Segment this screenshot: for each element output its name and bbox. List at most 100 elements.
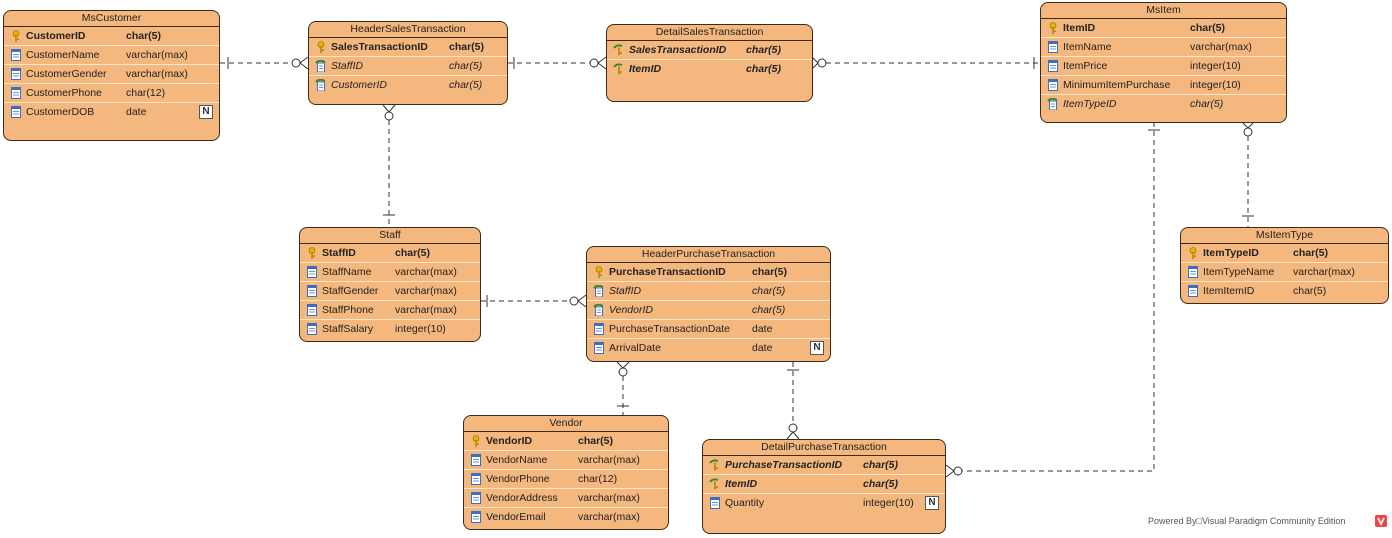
field-name: ItemTypeName bbox=[1203, 266, 1275, 278]
column-icon bbox=[1047, 41, 1059, 53]
field-type: varchar(max) bbox=[126, 49, 188, 61]
column-icon bbox=[1047, 60, 1059, 72]
field-name: PurchaseTransactionID bbox=[725, 459, 843, 471]
field-name: VendorName bbox=[486, 454, 548, 466]
field-type: char(12) bbox=[578, 473, 618, 485]
powered-by-label: Powered By□Visual Paradigm Community Edi… bbox=[1148, 516, 1346, 526]
field-type: varchar(max) bbox=[1190, 41, 1252, 53]
field-name: ItemItemID bbox=[1203, 285, 1255, 297]
foreign-primary-key-icon bbox=[709, 459, 721, 471]
field-name: CustomerID bbox=[331, 79, 388, 91]
field-type: char(5) bbox=[1190, 98, 1224, 110]
field-row[interactable]: StaffID char(5) bbox=[300, 244, 480, 263]
field-name: ItemPrice bbox=[1063, 60, 1108, 72]
field-name: StaffID bbox=[322, 247, 356, 259]
field-name: ArrivalDate bbox=[609, 342, 661, 354]
field-row[interactable]: ItemID char(5) bbox=[1041, 19, 1286, 38]
field-row[interactable]: Quantity integer(10) N bbox=[703, 494, 945, 512]
column-icon bbox=[470, 492, 482, 504]
entity-title: Staff bbox=[300, 228, 480, 244]
visual-paradigm-logo-icon bbox=[1375, 515, 1387, 527]
field-type: varchar(max) bbox=[578, 454, 640, 466]
field-type: varchar(max) bbox=[395, 266, 457, 278]
field-name: StaffSalary bbox=[322, 323, 374, 335]
column-icon bbox=[306, 266, 318, 278]
field-type: varchar(max) bbox=[395, 285, 457, 297]
field-row[interactable]: CustomerID char(5) bbox=[309, 76, 507, 94]
field-name: Quantity bbox=[725, 497, 765, 509]
field-type: integer(10) bbox=[863, 497, 914, 509]
field-row[interactable]: ItemName varchar(max) bbox=[1041, 38, 1286, 57]
field-type: char(5) bbox=[1190, 22, 1226, 34]
nullable-flag-icon: N bbox=[925, 496, 939, 510]
field-name: ItemName bbox=[1063, 41, 1112, 53]
field-name: CustomerID bbox=[26, 30, 86, 42]
field-type: varchar(max) bbox=[578, 511, 640, 523]
field-type: char(5) bbox=[395, 247, 431, 259]
entity-title: MsItem bbox=[1041, 3, 1286, 19]
field-type: char(5) bbox=[449, 79, 483, 91]
field-name: VendorEmail bbox=[486, 511, 546, 523]
field-name: ItemID bbox=[629, 63, 662, 75]
entity-title: MsCustomer bbox=[4, 11, 219, 27]
entity-title: HeaderSalesTransaction bbox=[309, 22, 507, 38]
field-row[interactable]: CustomerName varchar(max) bbox=[4, 46, 219, 65]
field-type: char(5) bbox=[752, 285, 786, 297]
column-icon bbox=[593, 323, 605, 335]
field-name: ItemTypeID bbox=[1203, 247, 1259, 259]
field-name: ItemID bbox=[1063, 22, 1096, 34]
foreign-primary-key-icon bbox=[613, 63, 625, 75]
field-type: date bbox=[126, 106, 147, 118]
column-icon bbox=[10, 87, 22, 99]
field-row[interactable]: VendorName varchar(max) bbox=[464, 451, 668, 470]
foreign-key-column-icon bbox=[315, 78, 327, 92]
field-name: SalesTransactionID bbox=[331, 41, 428, 53]
field-type: char(5) bbox=[863, 478, 899, 490]
column-icon bbox=[470, 454, 482, 466]
column-icon bbox=[306, 323, 318, 335]
column-icon bbox=[709, 497, 721, 509]
field-row[interactable]: VendorEmail varchar(max) bbox=[464, 508, 668, 526]
field-name: CustomerPhone bbox=[26, 87, 102, 99]
field-name: CustomerName bbox=[26, 49, 100, 61]
entity-title: MsItemType bbox=[1181, 228, 1388, 244]
